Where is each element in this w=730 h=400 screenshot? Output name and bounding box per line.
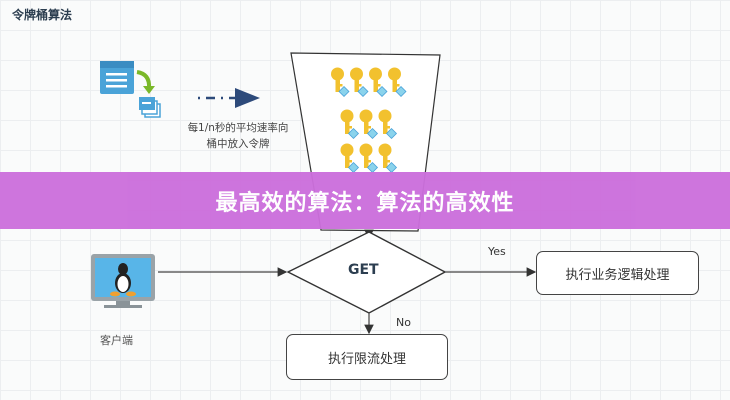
key-icon: [340, 109, 360, 140]
headline-banner: 最高效的算法：算法的高效性: [0, 172, 730, 229]
key-icon: [340, 143, 360, 174]
key-icon: [331, 67, 350, 98]
key-icon: [378, 109, 398, 140]
headline-text: 最高效的算法：算法的高效性: [215, 190, 515, 216]
rate-limit-box: 执行限流处理: [286, 334, 448, 380]
yes-label: Yes: [488, 245, 506, 258]
document-stack-icon: [100, 61, 161, 118]
bucket-keys: [331, 67, 407, 174]
key-icon: [388, 67, 407, 98]
client-label: 客户端: [100, 334, 133, 347]
key-icon: [359, 109, 379, 140]
no-label: No: [396, 316, 411, 329]
key-icon: [350, 67, 369, 98]
diagram-title: 令牌桶算法: [12, 8, 73, 22]
token-rate-caption: 每1/n秒的平均速率向 桶中放入令牌: [187, 122, 289, 150]
key-icon: [369, 67, 388, 98]
business-logic-box: 执行业务逻辑处理: [536, 251, 699, 295]
linux-monitor-icon: [91, 254, 155, 308]
key-icon: [359, 143, 379, 174]
key-icon: [378, 143, 398, 174]
decision-label: GET: [348, 262, 379, 278]
